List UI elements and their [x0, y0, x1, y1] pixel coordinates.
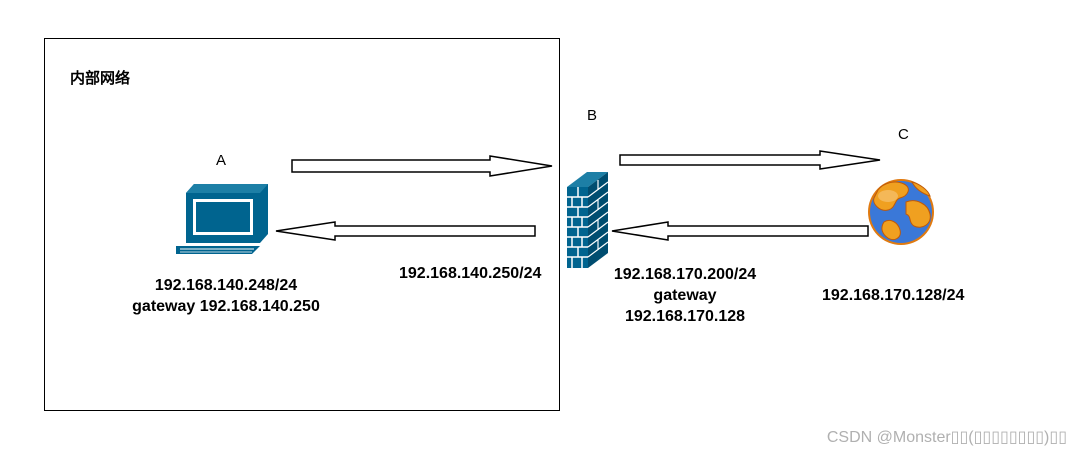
node-a-gateway: gateway 192.168.140.250 — [132, 298, 320, 315]
node-a-label: A — [216, 152, 227, 169]
internal-network-label: 内部网络 — [70, 69, 131, 87]
arrow-c-to-b — [611, 221, 869, 241]
globe-icon — [868, 179, 934, 245]
arrow-b-to-c — [619, 150, 881, 170]
node-c-ip: 192.168.170.128/24 — [822, 287, 965, 304]
watermark: CSDN @Monster▯▯(▯▯▯▯▯▯▯▯)▯▯ — [826, 429, 1067, 446]
node-c-label: C — [898, 126, 909, 143]
node-b-gateway-ip: 192.168.170.128 — [624, 308, 746, 325]
node-b-inner-ip: 192.168.140.250/24 — [399, 265, 542, 282]
workstation-icon — [176, 184, 268, 254]
node-b-outer-address: 192.168.170.200/24 gateway 192.168.170.1… — [605, 264, 765, 327]
arrow-b-to-a — [275, 221, 536, 241]
node-a-ip: 192.168.140.248/24 — [154, 277, 298, 294]
node-b-label: B — [587, 107, 598, 124]
internal-network-box — [44, 38, 560, 411]
firewall-icon — [567, 172, 609, 268]
arrow-a-to-b — [291, 155, 553, 177]
node-b-outer-ip: 192.168.170.200/24 — [613, 266, 757, 283]
node-a-address: 192.168.140.248/24 gateway 192.168.140.2… — [118, 275, 334, 317]
node-b-gateway-label: gateway — [653, 287, 717, 304]
